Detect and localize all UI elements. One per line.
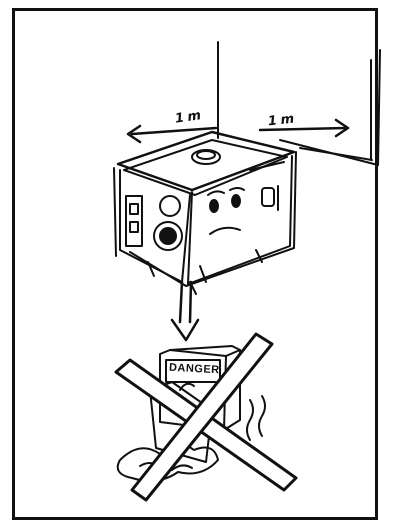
down-arrow xyxy=(170,280,200,342)
illustration-frame xyxy=(12,8,378,520)
generator xyxy=(113,130,297,295)
clearance-label-right: 1 m xyxy=(267,111,295,130)
wall-corner xyxy=(217,41,381,166)
clearance-arrow-right xyxy=(258,118,350,138)
prohibition-cross-icon xyxy=(114,332,298,502)
danger-sign-text: DANGER xyxy=(168,361,220,377)
clearance-arrow-left xyxy=(126,124,218,144)
